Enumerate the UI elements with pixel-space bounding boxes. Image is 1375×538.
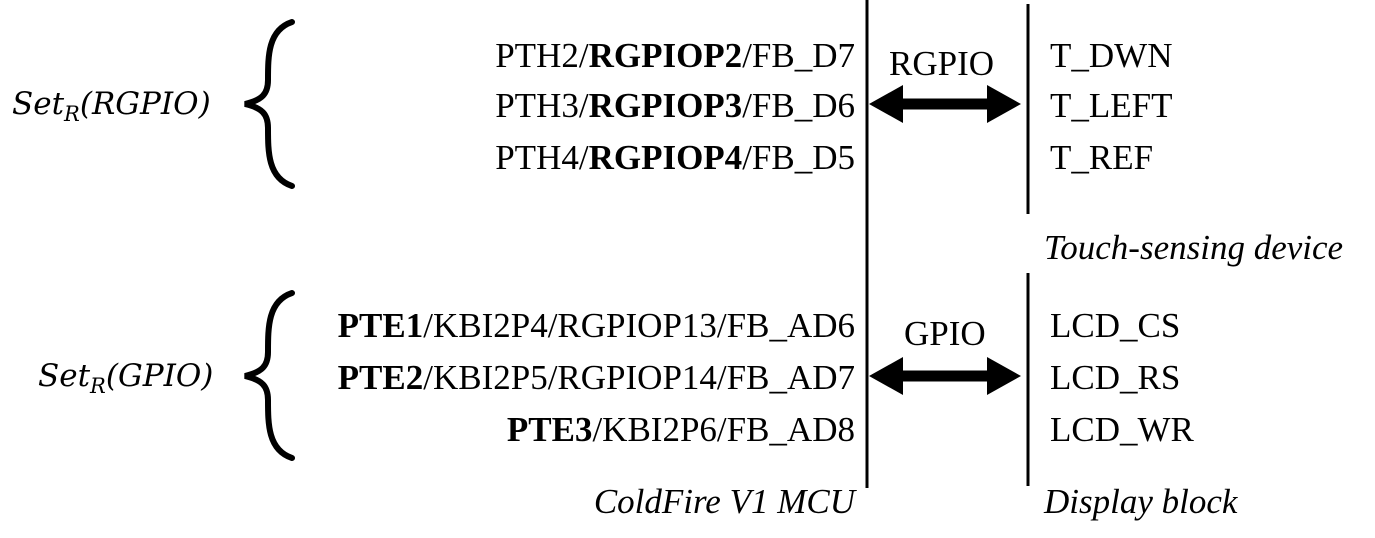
bus-label-gpio: GPIO [904,314,986,353]
display-signal-lcd-cs: LCD_CS [1050,306,1181,345]
gpio-curly-brace [244,290,295,461]
caption-mcu: ColdFire V1 MCU [593,482,855,521]
display-signal-lcd-rs: LCD_RS [1050,358,1181,397]
touch-signal-t-ref: T_REF [1050,138,1154,177]
mcu-pin-pte3: PTE3/KBI2P6/FB_AD8 [506,410,855,449]
set-gpio-label: SetR(GPIO) [38,358,214,398]
gpio-double-arrow [869,357,1021,395]
mcu-pin-pte2: PTE2/KBI2P5/RGPIOP14/FB_AD7 [337,358,855,397]
mcu-pin-pth4: PTH4/RGPIOP4/FB_D5 [495,138,855,177]
mcu-pin-pth2: PTH2/RGPIOP2/FB_D7 [495,36,855,75]
rgpio-curly-brace [244,19,295,189]
mcu-pin-pte1: PTE1/KBI2P4/RGPIOP13/FB_AD6 [337,306,855,345]
mcu-pin-pth3: PTH3/RGPIOP3/FB_D6 [495,86,855,125]
touch-signal-t-left: T_LEFT [1050,86,1173,125]
display-signal-lcd-wr: LCD_WR [1050,410,1194,449]
set-rgpio-label: SetR(RGPIO) [12,86,211,126]
rgpio-double-arrow [869,85,1021,123]
caption-display-block: Display block [1044,482,1238,521]
touch-signal-t-dwn: T_DWN [1050,36,1173,75]
caption-touch-device: Touch-sensing device [1044,228,1344,267]
bus-label-rgpio: RGPIO [889,44,995,83]
